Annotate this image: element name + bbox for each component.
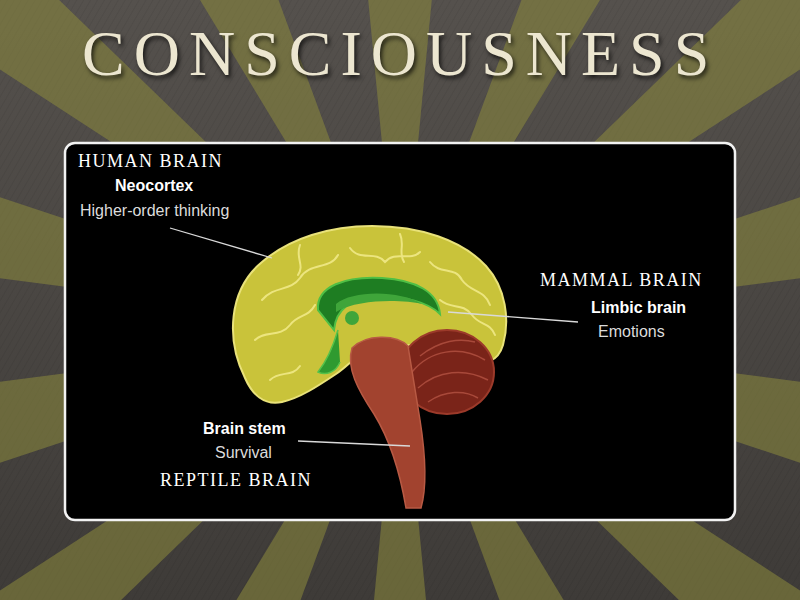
gyrus [430, 262, 490, 305]
region-name: Brain stem [203, 420, 286, 438]
amygdala [318, 330, 340, 374]
function-note: Higher-order thinking [80, 202, 229, 220]
brain-stem [350, 337, 424, 508]
folium [428, 392, 478, 402]
folium [420, 340, 475, 356]
gyrus [298, 245, 301, 275]
section-heading: REPTILE BRAIN [160, 470, 312, 491]
folium [418, 372, 488, 388]
title: CONSCIOUSNESS [82, 22, 718, 86]
panel [65, 143, 735, 520]
thalamus [345, 311, 359, 325]
limbic-brain [318, 278, 440, 330]
section-heading: HUMAN BRAIN [78, 151, 223, 172]
leader-lines [170, 228, 578, 446]
region-name: Neocortex [115, 177, 193, 195]
leader-line [170, 228, 272, 258]
leader-line [298, 441, 410, 446]
gyrus [350, 248, 420, 262]
gyrus [400, 234, 404, 262]
cerebellum-folia [412, 340, 488, 402]
gyrus [270, 366, 300, 380]
function-note: Emotions [598, 323, 665, 341]
fornix [336, 294, 422, 313]
region-name: Limbic brain [591, 299, 686, 317]
section-heading: MAMMAL BRAIN [540, 270, 703, 291]
gyrus [255, 305, 315, 340]
function-note: Survival [215, 444, 272, 462]
leader-line [448, 312, 578, 322]
